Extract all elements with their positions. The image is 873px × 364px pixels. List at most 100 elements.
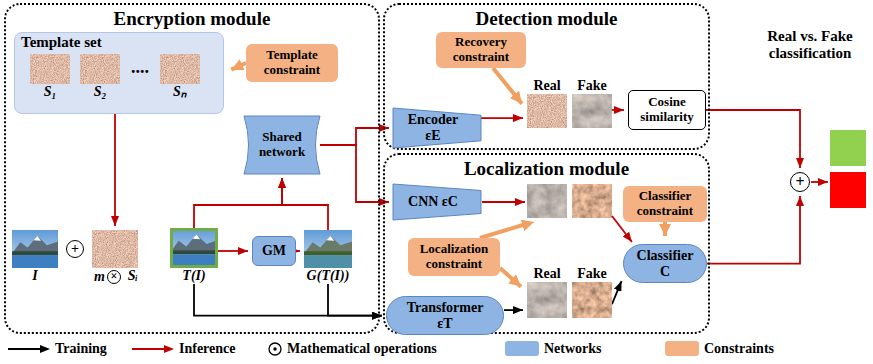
texture-fill bbox=[527, 282, 567, 318]
image-thumbnail bbox=[304, 230, 352, 268]
constraint-box: Classifier constraint bbox=[623, 186, 707, 222]
image-tile: I bbox=[12, 230, 58, 284]
operator-dot bbox=[273, 347, 276, 350]
network-label: Encoder εE bbox=[399, 112, 467, 143]
image-thumbnail bbox=[92, 230, 138, 268]
image-tile: Sₙ bbox=[160, 54, 200, 100]
network-label: Shared network bbox=[250, 130, 314, 159]
residual-map bbox=[527, 184, 567, 218]
training-arrow bbox=[612, 281, 621, 304]
inference-arrow bbox=[706, 110, 800, 168]
constraint-label: Localization constraint bbox=[413, 242, 495, 271]
operator-symbol: × bbox=[107, 270, 121, 284]
legend-swatch bbox=[665, 341, 699, 356]
image-caption: Real bbox=[533, 266, 560, 282]
network-block: GM bbox=[252, 236, 296, 266]
legend-arrow-head bbox=[164, 345, 174, 353]
inference-arrow bbox=[707, 196, 800, 264]
constraint-arrow bbox=[493, 68, 522, 104]
inference-arrow bbox=[114, 114, 116, 226]
image-thumbnail bbox=[80, 54, 120, 84]
training-arrow bbox=[194, 284, 382, 316]
module-frame: Detection moduleRecovery constraintEncod… bbox=[383, 3, 710, 150]
legend-item: Mathematical operations bbox=[268, 341, 437, 357]
legend-label: Mathematical operations bbox=[287, 341, 437, 357]
image-caption: Fake bbox=[577, 78, 607, 94]
module-title: Detection module bbox=[476, 8, 618, 29]
snow bbox=[193, 234, 201, 239]
shared-network-shape: Shared network bbox=[244, 116, 320, 174]
lake bbox=[304, 255, 352, 268]
template-set-panel: Template setS₁S₂Sₙ bbox=[14, 32, 224, 114]
constraint-label: Recovery constraint bbox=[441, 35, 521, 64]
inference-arrow bbox=[811, 181, 828, 183]
variable-name: m bbox=[94, 269, 105, 284]
lake bbox=[12, 255, 58, 268]
constraint-arrow bbox=[500, 268, 521, 287]
image-caption: I bbox=[32, 268, 37, 284]
snow bbox=[34, 236, 41, 241]
image-caption: G(T(I)) bbox=[307, 268, 350, 284]
image-tile: T(I) bbox=[170, 228, 218, 284]
image-thumbnail bbox=[527, 94, 567, 128]
module-frame: Encryption moduleTemplate setS₁S₂SₙTempl… bbox=[4, 3, 380, 334]
network-block: Encoder εE bbox=[393, 108, 481, 148]
texture-fill bbox=[80, 54, 120, 84]
texture-fill bbox=[160, 54, 200, 84]
operator-symbol: + bbox=[71, 242, 79, 256]
image-tile: Fake bbox=[572, 266, 612, 318]
constraint-box: Recovery constraint bbox=[436, 32, 526, 68]
snow bbox=[327, 236, 335, 241]
legend-item: Training bbox=[8, 341, 107, 357]
sky bbox=[12, 230, 58, 268]
inference-arrow bbox=[194, 178, 282, 228]
constraint-arrow bbox=[663, 222, 667, 236]
image-tile: Fake bbox=[572, 78, 612, 128]
constraint-arrow bbox=[480, 224, 526, 238]
legend-arrow-line bbox=[132, 348, 165, 350]
legend-arrow bbox=[8, 344, 50, 354]
treeline bbox=[170, 250, 218, 254]
constraint-label: Classifier constraint bbox=[628, 189, 702, 218]
texture-fill bbox=[30, 54, 70, 84]
mountain bbox=[170, 234, 218, 252]
image-caption: Fake bbox=[577, 266, 607, 282]
mountain bbox=[12, 236, 58, 253]
legend-arrow-line bbox=[8, 348, 41, 350]
image-caption: Sₙ bbox=[173, 84, 187, 100]
constraint-label: Template constraint bbox=[251, 48, 333, 77]
legend-label: Constraints bbox=[704, 341, 774, 357]
constraint-arrow-head bbox=[524, 222, 534, 225]
legend-label: Inference bbox=[179, 341, 236, 357]
constraint-box: Template constraint bbox=[246, 44, 338, 82]
sky bbox=[304, 230, 352, 268]
texture-fill bbox=[527, 94, 567, 128]
network-block: CNN εC bbox=[393, 184, 481, 220]
image-tile: Real bbox=[527, 78, 567, 128]
process-box: Cosine similarity bbox=[628, 90, 706, 130]
texture-fill bbox=[572, 94, 612, 128]
sky bbox=[170, 228, 218, 268]
ellipsis-mark: .... bbox=[131, 58, 149, 78]
constraint-box: Localization constraint bbox=[408, 238, 500, 276]
image-caption: Sᵢ bbox=[128, 268, 138, 284]
image-thumbnail bbox=[30, 54, 70, 84]
network-shape bbox=[393, 108, 481, 148]
residual-map bbox=[572, 184, 612, 218]
legend-label: Networks bbox=[544, 341, 602, 357]
training-arrow bbox=[504, 309, 523, 311]
image-tile: G(T(I)) bbox=[304, 230, 352, 284]
network-block: Transformer εT bbox=[386, 296, 504, 335]
inference-arrow bbox=[296, 250, 300, 252]
legend-item: Inference bbox=[132, 341, 236, 357]
network-label: GM bbox=[262, 243, 286, 259]
image-thumbnail bbox=[12, 230, 58, 268]
texture-fill bbox=[92, 230, 138, 268]
image-tile: S₂ bbox=[80, 54, 120, 100]
image-caption: T(I) bbox=[182, 268, 205, 284]
highlight-border bbox=[172, 230, 217, 267]
image-tile: Real bbox=[527, 266, 567, 318]
network-label: CNN εC bbox=[408, 194, 458, 210]
constraint-arrow bbox=[231, 63, 246, 70]
network-label: Classifier C bbox=[636, 248, 694, 279]
